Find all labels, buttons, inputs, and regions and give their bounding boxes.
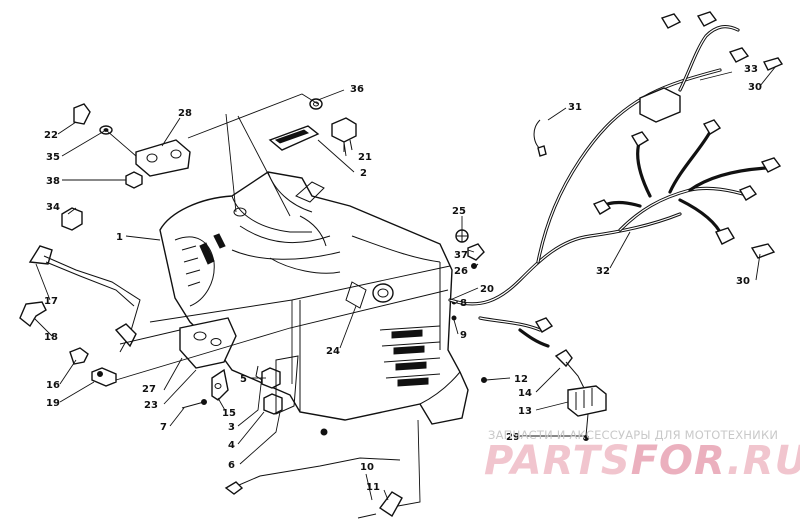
callout-29: 29 <box>506 432 520 443</box>
callout-13: 13 <box>518 406 532 417</box>
callout-38: 38 <box>46 176 60 187</box>
regulator-13 <box>567 385 607 417</box>
grommet-25 <box>455 229 469 243</box>
callout-17: 17 <box>44 296 58 307</box>
callout-21: 21 <box>358 152 372 163</box>
leader-lines <box>33 65 777 507</box>
cap-22 <box>73 103 91 125</box>
callout-32: 32 <box>596 266 610 277</box>
callout-3: 3 <box>228 422 235 433</box>
screw-7 <box>181 399 207 409</box>
watermark-logo-main: PARTS <box>484 438 631 484</box>
fastener-12 <box>481 377 487 383</box>
callout-19: 19 <box>46 398 60 409</box>
callout-5: 5 <box>240 374 247 385</box>
terminal-11 <box>357 491 403 519</box>
bolt-9 <box>451 315 457 321</box>
grommet-36 <box>309 98 323 110</box>
callout-11: 11 <box>366 482 380 493</box>
indicator-strip <box>268 125 320 151</box>
lever-18 <box>19 301 47 328</box>
callout-2: 2 <box>360 168 367 179</box>
callout-24: 24 <box>326 346 340 357</box>
callout-34: 34 <box>46 202 60 213</box>
callout-1: 1 <box>116 232 123 243</box>
callout-31: 31 <box>568 102 582 113</box>
callout-35: 35 <box>46 152 60 163</box>
clip-37 <box>467 243 485 261</box>
watermark-caption: ЗАПЧАСТИ И АКСЕССУАРЫ ДЛЯ МОТОТЕХНИКИ <box>488 428 779 442</box>
callout-6: 6 <box>228 460 235 471</box>
callout-26: 26 <box>454 266 468 277</box>
harness-32 <box>592 119 782 245</box>
callout-30-bottom: 30 <box>736 276 750 287</box>
callout-7: 7 <box>160 422 167 433</box>
gauge-bracket <box>135 139 191 177</box>
callout-16: 16 <box>46 380 60 391</box>
callout-25: 25 <box>452 206 466 217</box>
plate-15 <box>211 368 229 401</box>
switch-19 <box>91 367 117 387</box>
callout-30-top: 30 <box>748 82 762 93</box>
callout-9: 9 <box>460 330 467 341</box>
console-panel <box>159 171 469 425</box>
clip-3 <box>255 365 263 381</box>
connector-30-top <box>762 57 784 71</box>
connector-30-bottom <box>750 243 776 259</box>
harness-20 <box>448 212 682 348</box>
callout-33: 33 <box>744 64 758 75</box>
callouts: 1 2 3 4 5 6 7 8 9 10 11 12 13 14 15 16 1… <box>44 64 762 493</box>
watermark-logo-accent: FOR <box>630 438 727 484</box>
callout-18: 18 <box>44 332 58 343</box>
callout-15: 15 <box>222 408 236 419</box>
harness-31 <box>533 68 722 264</box>
switch-21 <box>331 117 357 152</box>
callout-28: 28 <box>178 108 192 119</box>
callout-4: 4 <box>228 440 235 451</box>
strap-6 <box>275 355 328 436</box>
callout-14: 14 <box>518 388 532 399</box>
knob-34 <box>61 207 83 231</box>
watermark-logo: PARTSFOR.RU <box>484 438 800 484</box>
screw-29 <box>583 413 589 441</box>
callout-20: 20 <box>480 284 494 295</box>
callout-37: 37 <box>454 250 468 261</box>
callout-23: 23 <box>144 400 158 411</box>
cap-16 <box>69 347 89 365</box>
lead-10 <box>224 457 401 495</box>
harness-33 <box>639 11 750 123</box>
callout-27: 27 <box>142 384 156 395</box>
nut-38 <box>125 171 143 189</box>
watermark-logo-suffix: .RU <box>726 438 800 484</box>
cable-17 <box>28 245 141 353</box>
callout-12: 12 <box>514 374 528 385</box>
terminal-14 <box>554 349 585 389</box>
relay-4 <box>263 393 283 415</box>
callout-10: 10 <box>360 462 374 473</box>
callout-36: 36 <box>350 84 364 95</box>
rivet-26 <box>471 263 477 269</box>
callout-8: 8 <box>460 298 467 309</box>
callout-22: 22 <box>44 130 58 141</box>
bracket-23 <box>179 317 237 369</box>
